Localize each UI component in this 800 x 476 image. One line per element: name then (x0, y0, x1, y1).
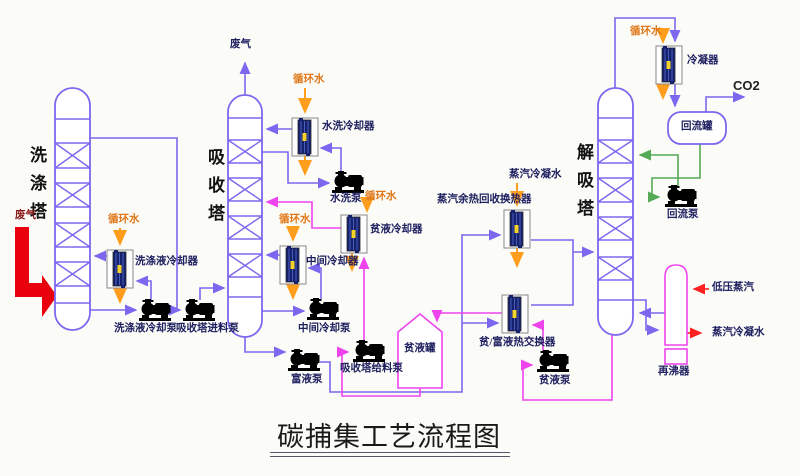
lean-pump-label: 贫液泵 (539, 375, 571, 386)
circulating-water-label-washing: 循环水 (108, 214, 140, 225)
waste-gas-out-label: 废气 (230, 39, 251, 50)
lean-rich-exchanger-label: 贫/富液热交换器 (479, 337, 556, 348)
desorption-tower (597, 87, 634, 336)
lean-cooler-label: 贫液冷却器 (370, 224, 423, 235)
washing-cooler-icon (106, 249, 134, 289)
circulating-water-label-intermediate: 循环水 (279, 214, 311, 225)
co2-label: CO2 (733, 78, 760, 93)
low-pressure-steam-label: 低压蒸汽 (712, 282, 754, 293)
intermediate-cooling-pump-icon (307, 298, 339, 320)
waste-gas-in-label: 废气 (15, 210, 36, 221)
reboiler (664, 264, 688, 365)
intermediate-cooling-pump-label: 中间冷却泵 (298, 323, 351, 334)
title-underline (270, 452, 510, 457)
desorption-tower-label: 解吸塔 (574, 143, 593, 227)
reflux-pump-label: 回流泵 (667, 209, 699, 220)
steam-lines (687, 283, 709, 339)
reflux-tank-label: 回流罐 (681, 121, 713, 132)
rich-pump-label: 富液泵 (291, 374, 323, 385)
reflux-lines (638, 144, 701, 203)
lean-rich-exchanger-icon (501, 294, 529, 334)
absorption-tower (227, 94, 263, 338)
water-wash-pump-label: 水洗泵 (330, 193, 362, 204)
washing-tower-label: 洗涤塔 (27, 146, 46, 230)
absorption-feeder-pump-label: 吸收塔给料泵 (340, 363, 403, 374)
water-wash-cooler-label: 水洗冷却器 (322, 121, 375, 132)
steam-heat-recovery-exchanger-icon (503, 209, 531, 249)
lean-cooler-icon (340, 214, 368, 254)
absorption-tower-label: 吸收塔 (205, 148, 224, 232)
steam-condensate-top-label: 蒸汽冷凝水 (509, 169, 562, 180)
process-lines-pink (265, 196, 613, 401)
water-wash-pump-icon (332, 171, 364, 193)
absorption-feeder-pump-icon (353, 340, 385, 362)
lean-tank (397, 312, 443, 389)
circulating-water-label-waterwash: 循环水 (293, 74, 325, 85)
absorption-feed-pump-icon (183, 299, 215, 321)
condenser-label: 冷凝器 (687, 55, 719, 66)
condenser-icon (655, 45, 683, 85)
lean-tank-label: 贫液罐 (404, 343, 436, 354)
washing-cooling-pump-label: 洗涤液冷却泵 (114, 323, 177, 334)
process-lines-purple (90, 17, 746, 393)
waste-gas-inlet-arrow (15, 227, 57, 317)
intermediate-cooler-label: 中间冷却器 (306, 256, 359, 267)
rich-pump-icon (288, 349, 320, 371)
lean-pump-icon (537, 350, 569, 372)
steam-heat-recovery-exchanger-label: 蒸汽余热回收换热器 (437, 194, 532, 205)
steam-condensate-out-label: 蒸汽冷凝水 (712, 327, 765, 338)
reflux-tank (667, 111, 727, 145)
water-wash-cooler-icon (291, 117, 319, 157)
washing-tower (54, 87, 91, 331)
circulating-water-label-condenser: 循环水 (630, 26, 662, 37)
washing-cooler-label: 洗涤液冷却器 (135, 256, 198, 267)
reflux-pump-icon (665, 185, 697, 207)
washing-cooling-pump-icon (139, 299, 171, 321)
diagram-title: 碳捕集工艺流程图 (277, 422, 501, 452)
reboiler-label: 再沸器 (658, 366, 690, 377)
intermediate-cooler-icon (279, 245, 307, 285)
absorption-feed-pump-label: 吸收塔进料泵 (176, 323, 239, 334)
circulating-water-label-lean: 循环水 (365, 191, 397, 202)
cooling-water-lines (113, 28, 670, 304)
